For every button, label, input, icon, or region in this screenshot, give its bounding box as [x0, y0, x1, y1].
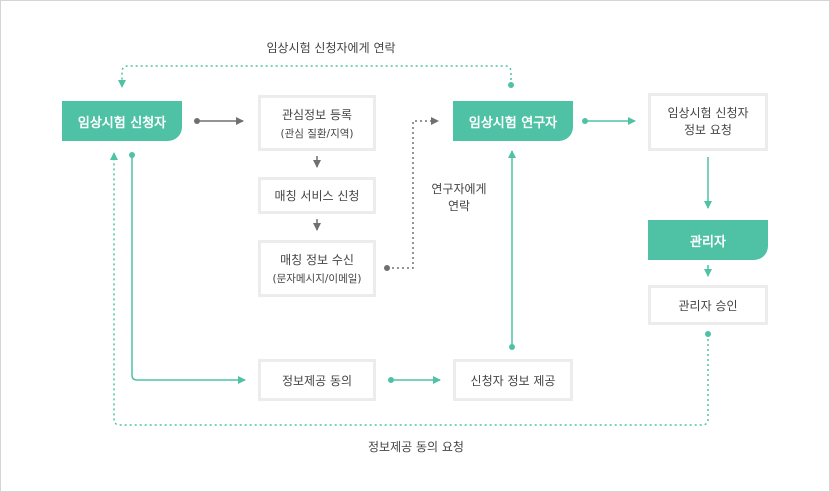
label-consent-request: 정보제공 동의 요청: [368, 440, 464, 454]
label-contact-researcher: 연구자에게 연락: [431, 182, 487, 213]
node-researcher: 임상시험 연구자: [453, 101, 573, 141]
node-request-applicant-info: 임상시험 신청자 정보 요청: [648, 93, 768, 151]
node-request-applicant-info-label: 임상시험 신청자 정보 요청: [667, 106, 749, 137]
node-matching-info: 매칭 정보 수신 (문자메시지/이메일): [258, 240, 376, 297]
node-admin-label: 관리자: [690, 234, 726, 250]
node-matching-service-label: 매칭 서비스 신청: [274, 189, 360, 203]
node-applicant: 임상시험 신청자: [62, 101, 182, 141]
label-contact-applicant: 임상시험 신청자에게 연락: [266, 41, 396, 55]
node-matching-service: 매칭 서비스 신청: [258, 177, 376, 214]
node-register-interest-sub: (관심 질환/지역): [280, 127, 354, 140]
edge-matching-researcher: [387, 117, 439, 269]
node-consent-label: 정보제공 동의: [281, 373, 353, 388]
node-provide-info: 신청자 정보 제공: [453, 359, 573, 401]
node-admin-approval-label: 관리자 승인: [678, 298, 738, 313]
node-admin-approval: 관리자 승인: [648, 285, 768, 325]
node-consent: 정보제공 동의: [258, 359, 376, 401]
node-matching-info-label: 매칭 정보 수신: [280, 253, 354, 267]
node-admin: 관리자: [648, 220, 768, 260]
edge-applicant-consent: [131, 155, 246, 384]
edge-contact-applicant: [118, 65, 512, 88]
node-provide-info-label: 신청자 정보 제공: [470, 373, 556, 388]
node-matching-info-sub: (문자메시지/이메일): [272, 273, 362, 285]
node-register-interest-label: 관심정보 등록: [281, 107, 353, 122]
edge-consent-request: [110, 152, 709, 426]
node-applicant-label: 임상시험 신청자: [77, 115, 167, 131]
node-researcher-label: 임상시험 연구자: [468, 115, 558, 131]
node-register-interest: 관심정보 등록 (관심 질환/지역): [258, 95, 376, 151]
